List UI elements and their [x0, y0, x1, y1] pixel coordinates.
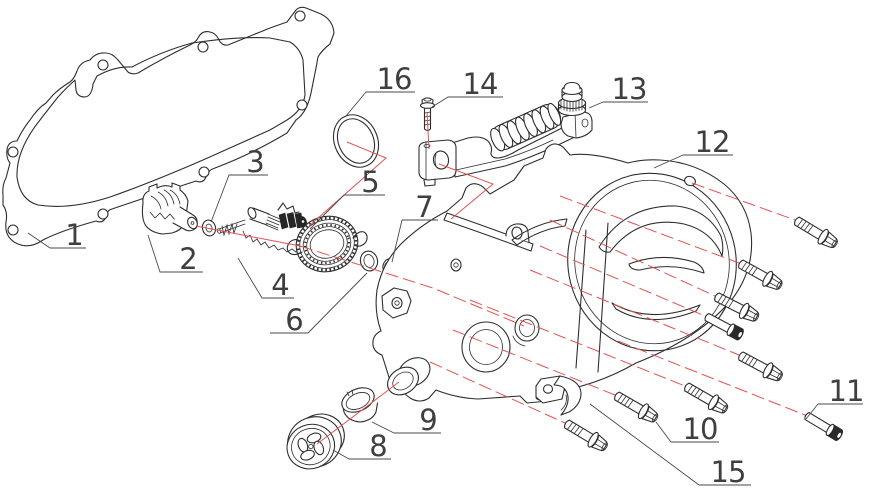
label-4: 4: [271, 268, 288, 302]
label-8: 8: [369, 429, 386, 463]
part-drive-gear: [141, 182, 198, 235]
part-kick-lever: [418, 81, 593, 187]
cover-vent-crescent: [598, 205, 724, 257]
part-number-labels: 1 2 3 4 5 6 7 8 9 10 11 12 13 14 15 16: [65, 62, 864, 489]
leader-lines: [27, 91, 863, 486]
part-bushing: [341, 387, 379, 423]
spring-hook-right: [352, 231, 368, 247]
lever-grip: [490, 102, 562, 152]
part-seal-ring: [332, 114, 380, 168]
socket-bolt-11: [801, 409, 845, 443]
label-1: 1: [65, 218, 82, 252]
flange-bolt: [610, 387, 662, 427]
label-14: 14: [463, 67, 498, 101]
label-11: 11: [829, 374, 864, 408]
flange-bolt: [735, 347, 786, 386]
part-crankcase-cover: [372, 143, 753, 404]
cap-slots: [297, 432, 325, 461]
part-gasket: [2, 6, 335, 247]
part-washer: [359, 250, 379, 272]
flange-bolt: [790, 212, 842, 253]
label-12: 12: [695, 125, 730, 159]
label-9: 9: [419, 403, 436, 437]
spring-hook-left: [286, 239, 303, 255]
assembly-callout-lines: [195, 111, 806, 445]
label-15: 15: [711, 455, 746, 489]
part-bracket: [535, 375, 582, 416]
part-end-cap: [286, 413, 345, 470]
label-13: 13: [612, 72, 647, 106]
lever-pivot: [557, 81, 593, 139]
label-16: 16: [377, 62, 412, 96]
flange-bolt: [560, 415, 612, 456]
gasket-bolt-holes: [7, 10, 308, 236]
part-clamp-bolt: [419, 97, 436, 132]
label-10: 10: [683, 412, 718, 446]
label-3: 3: [246, 145, 263, 179]
label-7: 7: [415, 190, 432, 224]
label-6: 6: [285, 303, 302, 337]
label-5: 5: [361, 165, 378, 199]
socket-bolt: [702, 310, 746, 342]
label-2: 2: [179, 242, 196, 276]
